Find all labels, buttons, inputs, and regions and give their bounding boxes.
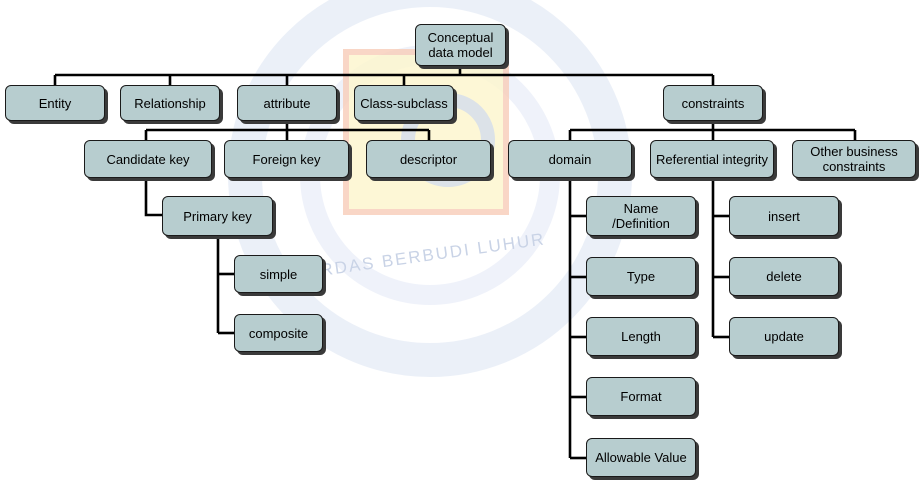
node-entity: Entity — [5, 85, 105, 121]
node-other-business-constraints: Other business constraints — [792, 140, 916, 178]
node-relationship: Relationship — [120, 85, 220, 121]
node-conceptual-data-model: Conceptual data model — [415, 24, 506, 66]
node-insert: insert — [729, 196, 839, 236]
node-primary-key: Primary key — [162, 196, 273, 236]
node-constraints: constraints — [663, 85, 763, 121]
node-foreign-key: Foreign key — [224, 140, 349, 178]
node-type: Type — [586, 257, 696, 296]
node-composite: composite — [234, 314, 323, 352]
node-allowable-value: Allowable Value — [586, 438, 696, 477]
node-class-subclass: Class-subclass — [354, 85, 454, 121]
node-descriptor: descriptor — [366, 140, 491, 178]
node-update: update — [729, 317, 839, 356]
node-format: Format — [586, 377, 696, 416]
node-referential-integrity: Referential integrity — [650, 140, 774, 178]
node-attribute: attribute — [237, 85, 337, 121]
node-name-definition: Name /Definition — [586, 196, 696, 236]
node-length: Length — [586, 317, 696, 356]
node-domain: domain — [508, 140, 632, 178]
node-delete: delete — [729, 257, 839, 296]
node-simple: simple — [234, 255, 323, 293]
node-candidate-key: Candidate key — [84, 140, 212, 178]
